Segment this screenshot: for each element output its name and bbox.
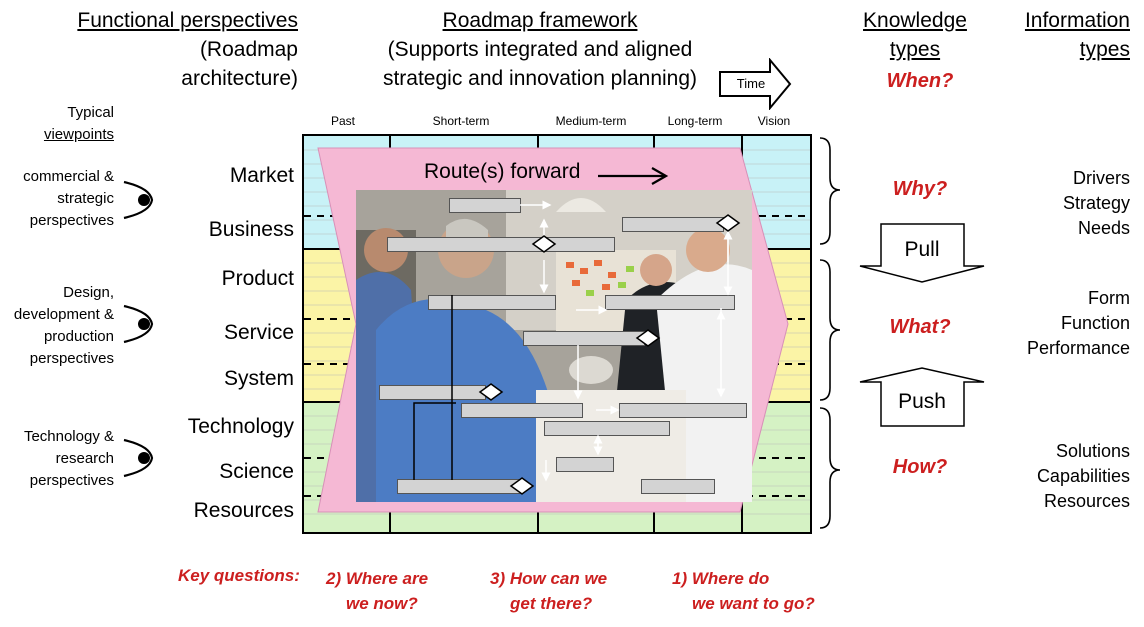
layer-resources: Resources: [193, 499, 294, 522]
perspective-commercial-line2: strategic: [57, 190, 114, 207]
knowledge-header-line1: Knowledge: [863, 9, 967, 32]
roadmap-header-line2: (Supports integrated and aligned: [387, 38, 693, 61]
perspective-technology-line3: perspectives: [29, 472, 114, 489]
time-column-long-term: Long-term: [667, 114, 723, 128]
perspective-design-line2: development &: [13, 306, 114, 323]
info-bottom-group: Solutions Capabilities Resources: [1000, 439, 1130, 514]
layer-market: Market: [229, 164, 294, 187]
info-performance: Performance: [1026, 338, 1130, 358]
roadmap-bar: [461, 403, 583, 418]
information-header-line2: types: [1079, 38, 1130, 61]
roadmap-framework-header: Roadmap framework (Supports integrated a…: [370, 6, 710, 93]
info-strategy: Strategy: [1062, 193, 1130, 213]
info-middle-group: Form Function Performance: [1000, 286, 1130, 361]
key-question-1-line1: 1) Where do: [672, 569, 770, 588]
info-top-group: Drivers Strategy Needs: [1000, 166, 1130, 241]
perspective-technology-line2: research: [55, 450, 114, 467]
info-needs: Needs: [1077, 218, 1130, 238]
key-question-2-line2: we now?: [346, 594, 418, 613]
knowledge-types-header: Knowledge types: [850, 6, 980, 64]
roadmap-connectors: [413, 200, 741, 495]
key-question-2-line1: 2) Where are: [326, 569, 429, 588]
knowledge-header-line2: types: [889, 38, 941, 61]
perspective-technology-line1: Technology &: [23, 428, 114, 445]
eye-icon: [123, 438, 154, 478]
layer-technology: Technology: [187, 415, 294, 438]
brace-group: [819, 137, 841, 529]
info-capabilities: Capabilities: [1036, 466, 1130, 486]
roadmap-header-line3: strategic and innovation planning): [382, 67, 698, 90]
layer-product: Product: [221, 267, 294, 290]
roadmap-bar: [556, 457, 614, 472]
time-column-vision: Vision: [757, 114, 791, 128]
how-question: How?: [892, 456, 948, 478]
perspective-design-line1: Design,: [63, 284, 114, 301]
pull-label: Pull: [904, 238, 940, 261]
key-question-3: 3) How can we get there?: [490, 566, 620, 616]
key-question-1: 1) Where do we want to go?: [672, 566, 832, 616]
functional-header-line3: architecture): [181, 67, 298, 90]
roadmap-header-line1: Roadmap framework: [442, 9, 638, 32]
info-form: Form: [1088, 288, 1130, 308]
information-header-line1: Information: [1024, 9, 1130, 32]
when-question: When?: [886, 70, 954, 92]
time-arrow-icon: [719, 58, 792, 110]
info-function: Function: [1060, 313, 1130, 333]
why-question: Why?: [892, 178, 948, 200]
route-forward-arrow-icon: [598, 167, 669, 185]
roadmap-bar: [428, 295, 556, 310]
roadmap-bar: [641, 479, 715, 494]
roadmap-bar: [619, 403, 747, 418]
what-question: What?: [889, 316, 951, 338]
key-question-3-line2: get there?: [510, 594, 593, 613]
functional-header-line2: (Roadmap: [199, 38, 298, 61]
functional-perspectives-header: Functional perspectives (Roadmap archite…: [60, 6, 298, 93]
info-drivers: Drivers: [1073, 168, 1130, 188]
typical-viewpoints-line1: Typical: [67, 104, 114, 121]
typical-viewpoints-line2: viewpoints: [43, 126, 114, 143]
perspective-technology: Technology & research perspectives: [4, 426, 114, 492]
perspective-design: Design, development & production perspec…: [4, 282, 114, 370]
info-resources: Resources: [1043, 491, 1130, 511]
eye-icon: [123, 180, 154, 220]
layer-business: Business: [208, 218, 294, 241]
push-arrow-icon: [859, 367, 985, 427]
time-column-past: Past: [330, 114, 355, 128]
layer-system: System: [223, 367, 294, 390]
layer-service: Service: [223, 321, 294, 344]
key-question-1-line2: we want to go?: [692, 594, 815, 613]
roadmap-bar: [605, 295, 735, 310]
perspective-commercial-line3: perspectives: [29, 212, 114, 229]
perspective-commercial-line1: commercial &: [23, 168, 114, 185]
key-questions-label: Key questions:: [178, 566, 300, 585]
roadmap-bar: [544, 421, 670, 436]
perspective-design-line3: production: [43, 328, 114, 345]
perspective-commercial: commercial & strategic perspectives: [10, 166, 114, 232]
eye-icon: [123, 304, 154, 344]
roadmap-bar: [387, 237, 615, 252]
key-question-3-line1: 3) How can we: [490, 569, 608, 588]
key-question-2: 2) Where are we now?: [326, 566, 446, 616]
push-label: Push: [898, 390, 946, 413]
pull-arrow-icon: [859, 223, 985, 283]
functional-header-line1: Functional perspectives: [77, 9, 298, 32]
route-forward-label: Route(s) forward: [424, 160, 581, 183]
time-column-short-term: Short-term: [432, 114, 490, 128]
perspective-design-line4: perspectives: [29, 350, 114, 367]
layer-science: Science: [219, 460, 294, 483]
time-arrow-label: Time: [736, 76, 766, 91]
time-column-medium-term: Medium-term: [555, 114, 627, 128]
information-types-header: Information types: [1000, 6, 1130, 64]
info-solutions: Solutions: [1055, 441, 1130, 461]
typical-viewpoints: Typical viewpoints: [20, 102, 114, 146]
